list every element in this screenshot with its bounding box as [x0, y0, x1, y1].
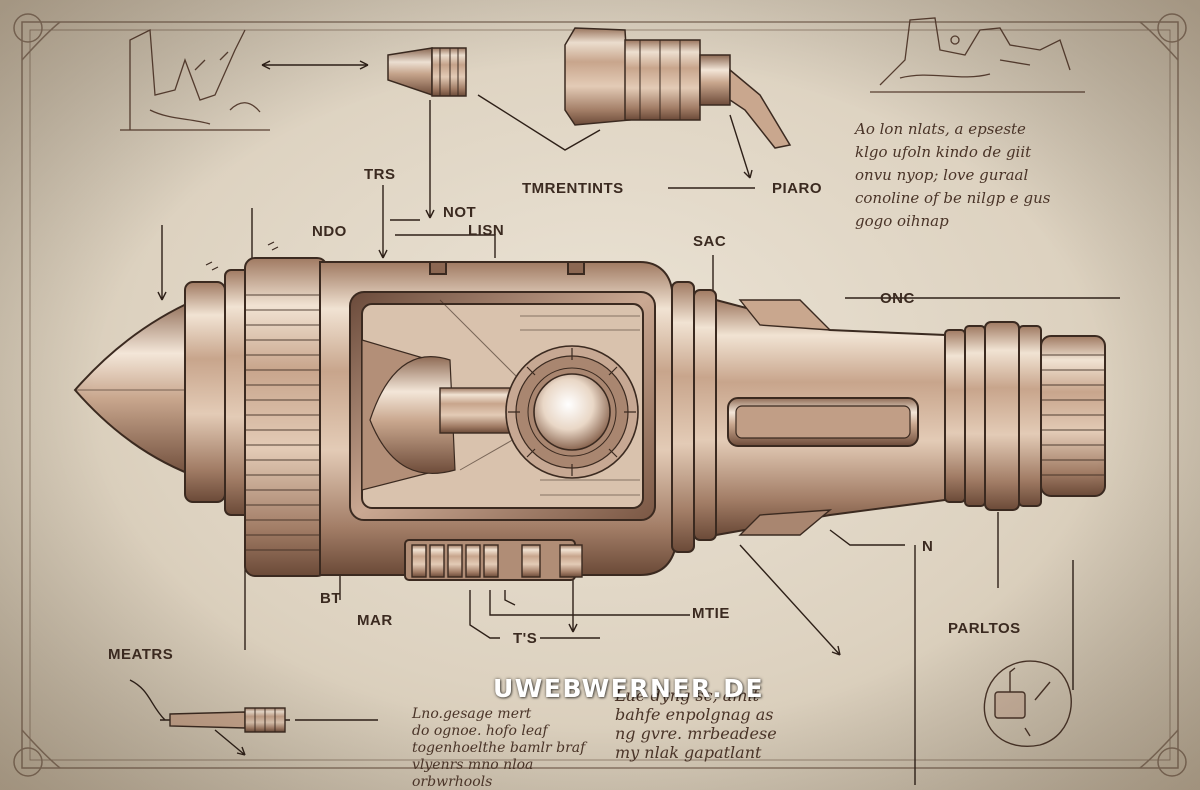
handwritten-note-top-right: Ao lon nlats, a epseste klgo ufoln kindo…	[855, 118, 1050, 233]
label-piaro: PIARO	[772, 180, 823, 197]
note-line: Lue dyng sc, amit	[615, 686, 759, 705]
label-sac: SAC	[693, 233, 727, 250]
label-ndo: NDO	[312, 223, 347, 240]
note-line: togenhoelthe bamlr braf	[412, 740, 586, 756]
label-lisn: LISN	[468, 222, 505, 239]
note-line: ng gvre. mrbeadese	[615, 724, 777, 743]
label-ts: T'S	[513, 630, 538, 647]
note-line: onvu nyop; love guraal	[855, 166, 1029, 184]
label-bt: BT	[320, 590, 341, 607]
note-line: Ao lon nlats, a epseste	[855, 120, 1026, 138]
note-line: klgo ufoln kindo de giit	[855, 143, 1032, 161]
watermark-text: UWEBWERNER.DE	[493, 674, 765, 703]
note-line: orbwrhools	[412, 774, 493, 790]
label-onc: ONC	[880, 290, 915, 307]
label-not: NOT	[443, 204, 477, 221]
label-meatrs: MEATRS	[108, 646, 174, 663]
handwritten-note-bottom-right: Lue dyng sc, amit bahfe enpolgnag as ng …	[615, 686, 777, 762]
note-line: gogo oihnap	[855, 212, 949, 230]
note-line: vlyenrs mno nloa	[412, 757, 534, 773]
label-n: N	[922, 538, 934, 555]
note-line: conoline of be nilgp e gus	[855, 189, 1051, 207]
label-mar: MAR	[357, 612, 393, 629]
label-tmrentints: TMRENTINTS	[522, 180, 624, 197]
note-line: my nlak gapatlant	[615, 743, 762, 762]
note-line: Lno.gesage mert	[412, 706, 532, 722]
note-line: bahfe enpolgnag as	[615, 705, 774, 724]
label-parltos: PARLTOS	[948, 620, 1021, 637]
label-mtie: MTIE	[692, 605, 730, 622]
note-line: do ognoe. hofo leaf	[412, 723, 548, 739]
label-trs: TRS	[364, 166, 396, 183]
handwritten-note-bottom-center: Lno.gesage mert do ognoe. hofo leaf toge…	[412, 706, 585, 790]
